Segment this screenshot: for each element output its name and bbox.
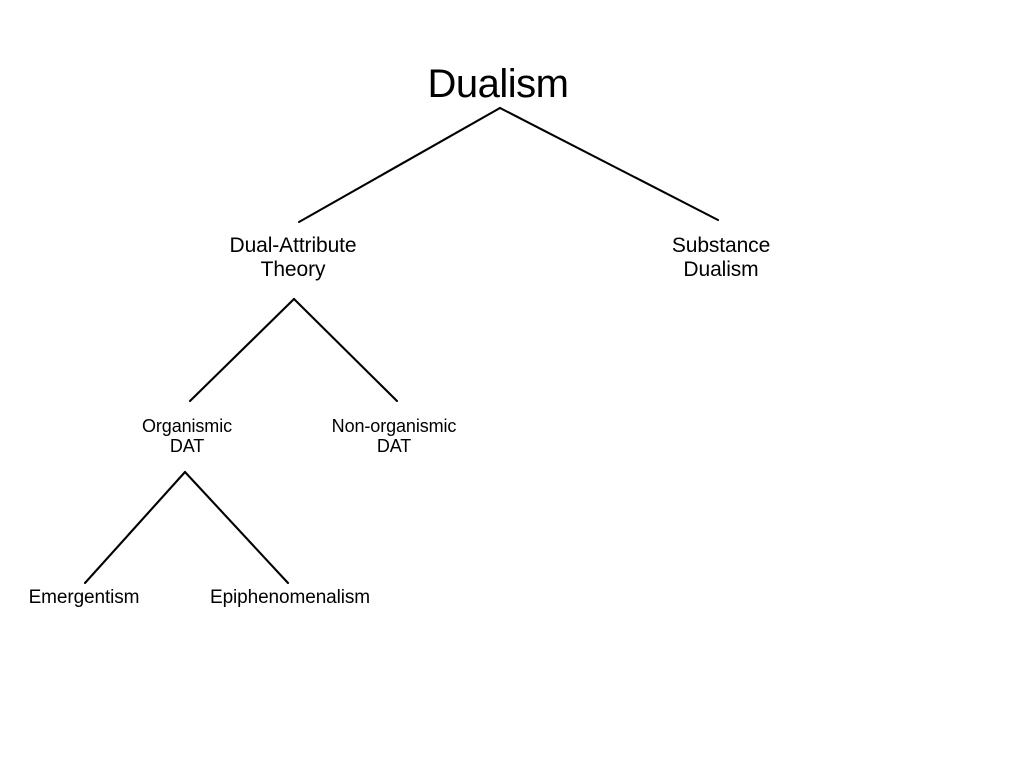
node-dualism: Dualism bbox=[428, 62, 569, 107]
edge-dualism-to-substance-dualism bbox=[498, 106, 720, 222]
node-substance-dualism: Substance Dualism bbox=[672, 234, 770, 281]
node-epiphenomenalism-label: Epiphenomenalism bbox=[210, 587, 370, 608]
node-dualism-label: Dualism bbox=[427, 62, 569, 106]
node-emergentism-label: Emergentism bbox=[28, 587, 140, 608]
node-substance-dualism-label-line1: Substance bbox=[671, 234, 771, 257]
edge-dual-attribute-theory-to-non-organismic-dat bbox=[292, 297, 399, 403]
node-organismic-dat-label-line2: DAT bbox=[169, 436, 205, 457]
node-emergentism: Emergentism bbox=[29, 587, 140, 608]
node-organismic-dat-label-line1: Organismic bbox=[141, 416, 233, 436]
node-non-organismic-dat-label-line1: Non-organismic bbox=[331, 416, 457, 436]
node-dual-attribute-theory: Dual-Attribute Theory bbox=[230, 234, 357, 281]
edge-organismic-dat-to-epiphenomenalism bbox=[183, 470, 290, 585]
edge-dualism-to-dual-attribute-theory bbox=[297, 106, 502, 224]
node-dual-attribute-theory-label-line2: Theory bbox=[260, 257, 326, 281]
node-epiphenomenalism: Epiphenomenalism bbox=[210, 587, 370, 608]
node-organismic-dat: Organismic DAT bbox=[142, 416, 232, 456]
node-non-organismic-dat-label-line2: DAT bbox=[376, 436, 412, 457]
edge-organismic-dat-to-emergentism bbox=[83, 470, 187, 585]
node-dual-attribute-theory-label-line1: Dual-Attribute bbox=[229, 234, 357, 257]
node-substance-dualism-label-line2: Dualism bbox=[683, 257, 759, 281]
node-non-organismic-dat: Non-organismic DAT bbox=[332, 416, 457, 456]
edge-dual-attribute-theory-to-organismic-dat bbox=[188, 297, 296, 403]
